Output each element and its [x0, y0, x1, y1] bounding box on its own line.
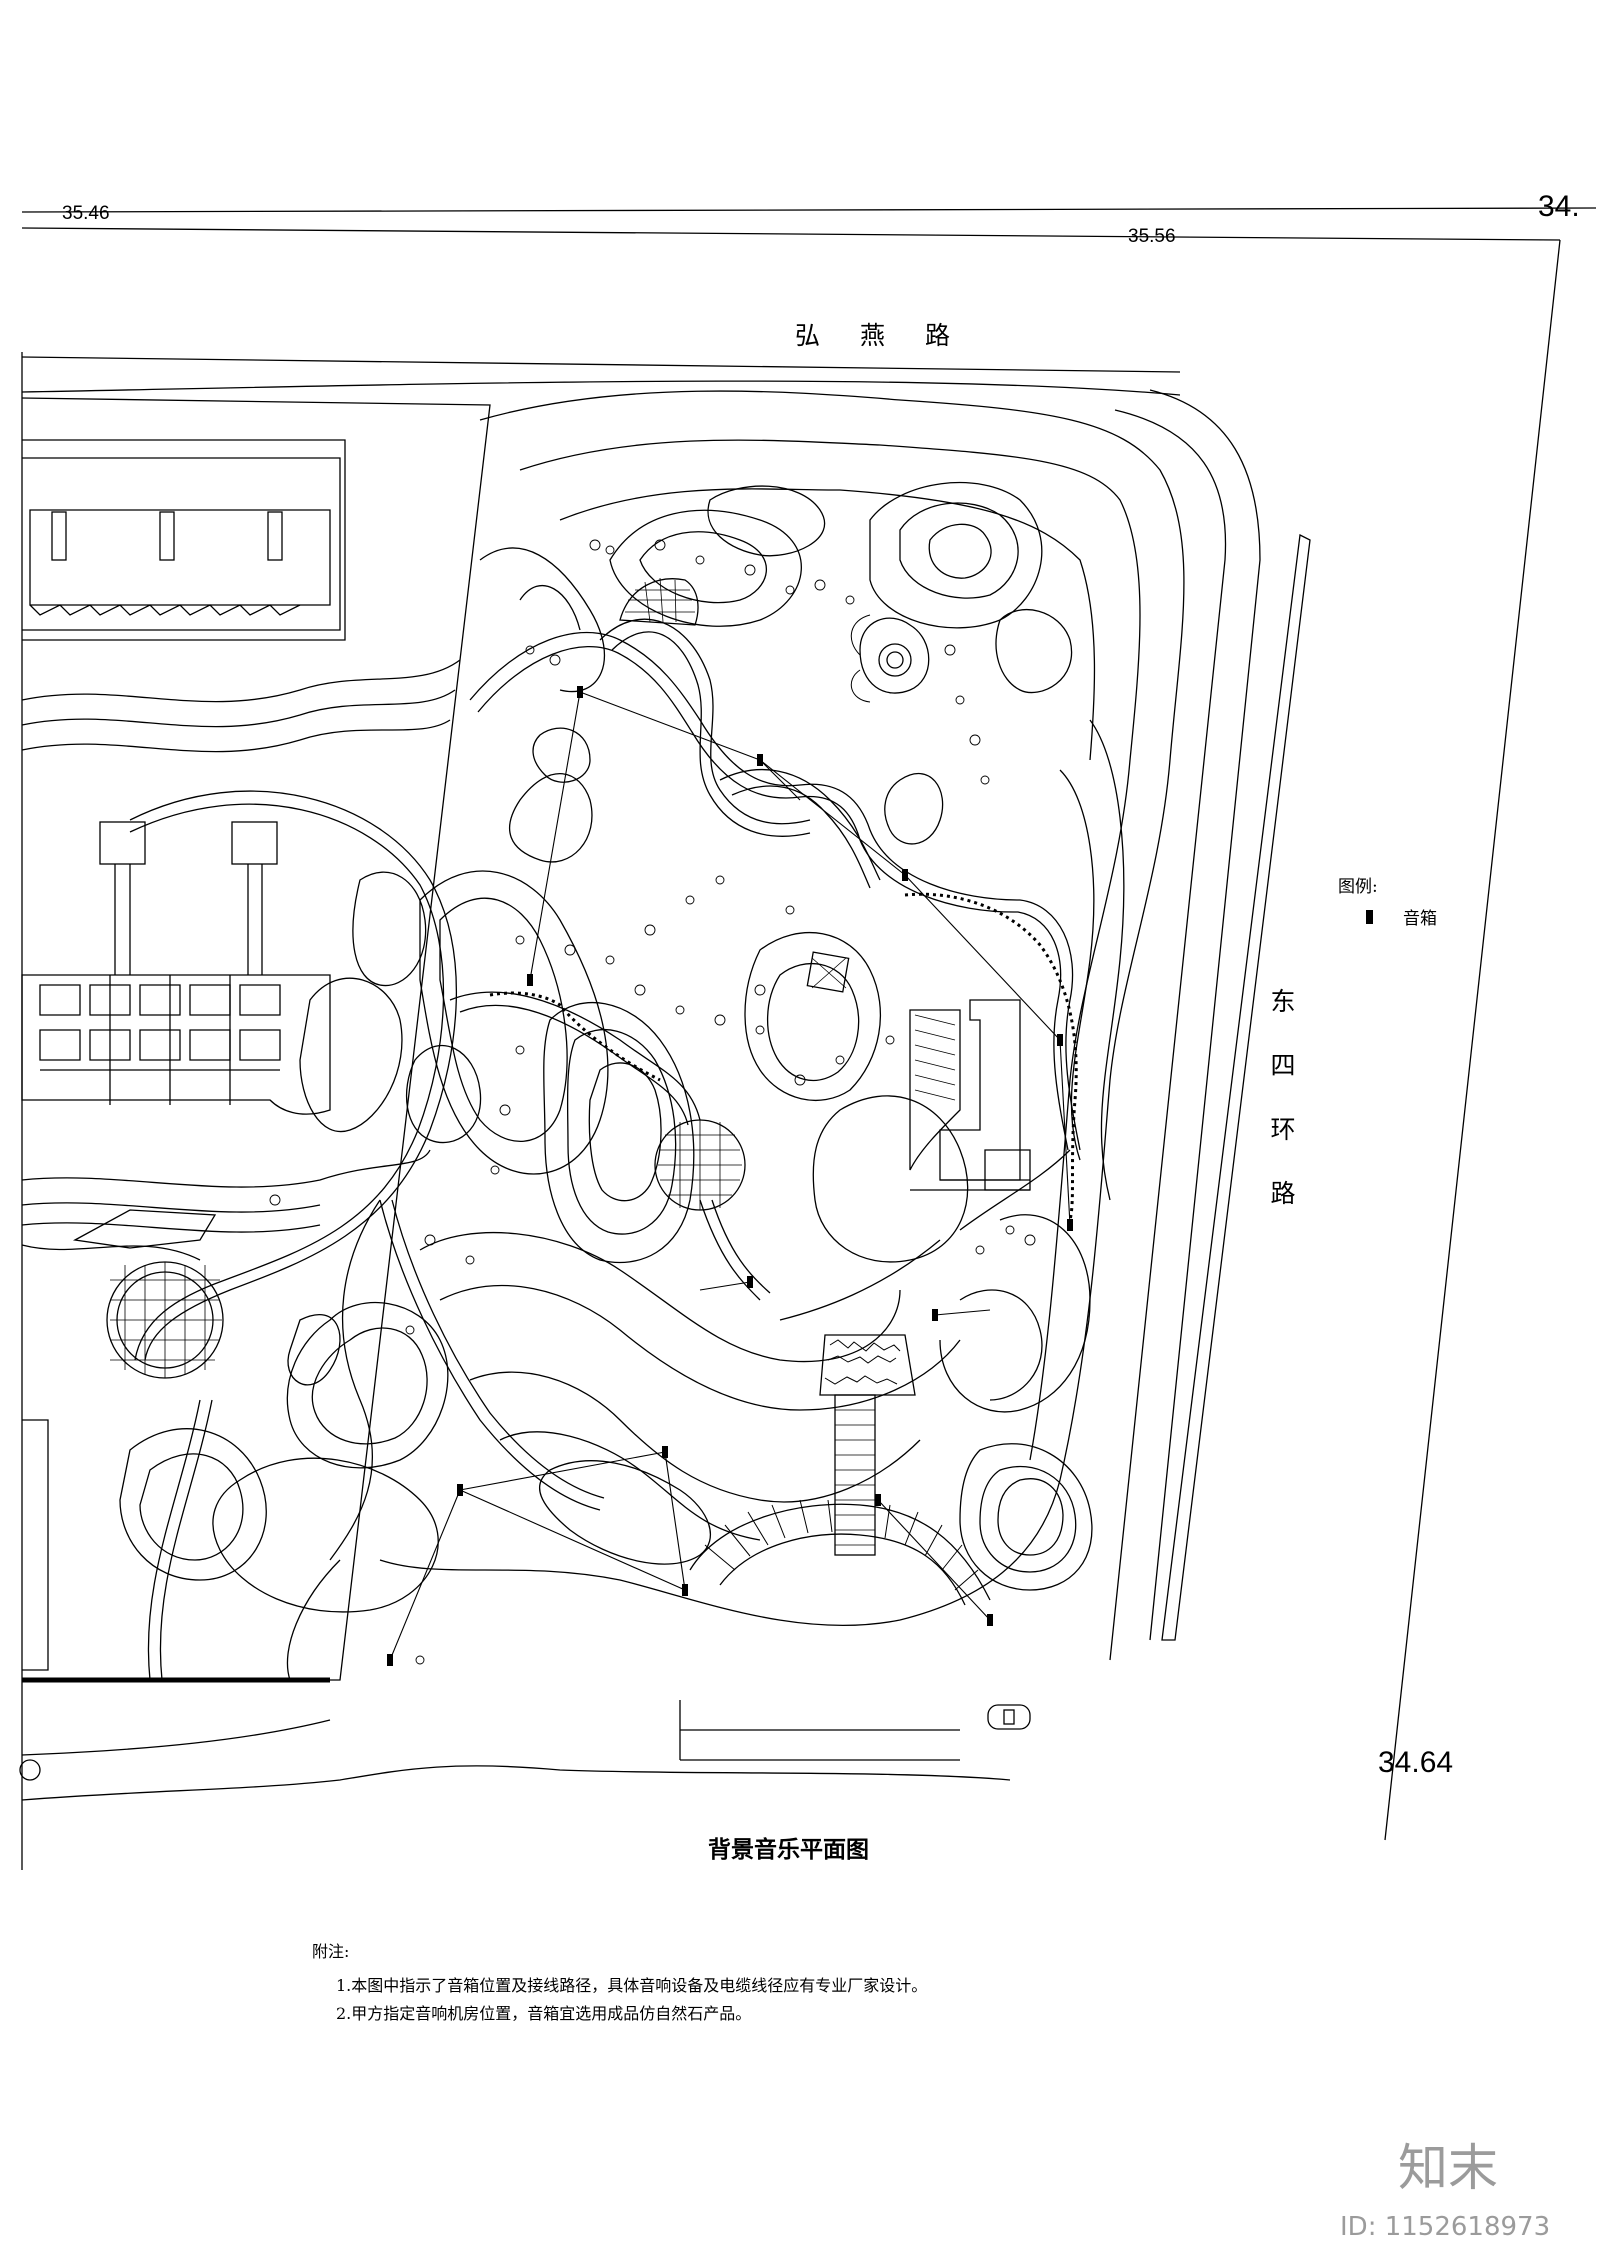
speaker-connections: [389, 691, 1071, 1661]
road-label-east-4: 路: [1270, 1179, 1296, 1208]
speaker-symbol-icon: [1366, 909, 1373, 924]
watermark-id-text: ID: 1152618973: [1340, 2212, 1551, 2242]
drawing-title: 背景音乐平面图: [708, 1836, 869, 1863]
elevation-label-top-left: 35.46: [62, 203, 110, 224]
road-label-east-1: 东: [1270, 987, 1296, 1016]
park-paths: [286, 618, 1081, 1681]
road-east-lines: [1109, 389, 1311, 1661]
dotted-walkways: [489, 892, 1078, 1221]
legend-title: 图例:: [1338, 877, 1378, 897]
road-label-north: 弘燕路: [795, 321, 991, 350]
speaker-markers: [387, 686, 1073, 1666]
road-label-east-2: 四: [1270, 1051, 1296, 1080]
plaza-features: [619, 577, 1031, 1211]
road-label-east-3: 环: [1270, 1115, 1296, 1144]
elevation-label-bottom-right: 34.64: [1378, 1746, 1454, 1779]
walkways-west: [72, 790, 458, 1681]
site-boundary: [21, 207, 1597, 1870]
elevation-label-top-mid: 35.56: [1128, 226, 1176, 247]
west-contours: [21, 659, 461, 1261]
park-contours: [119, 390, 1185, 1627]
elevation-label-top-right: 34.: [1538, 190, 1580, 223]
scattered-stones: [269, 539, 1036, 1665]
entrance-symbol: [679, 1700, 1031, 1761]
legend-item-speaker: 音箱: [1366, 904, 1437, 929]
note-line-2: 2.甲方指定音响机房位置，音箱宜选用成品仿自然石产品。: [336, 2004, 752, 2023]
notes-heading: 附注:: [312, 1942, 350, 1961]
legend-item-label: 音箱: [1403, 909, 1437, 929]
south-pergola: [689, 1334, 991, 1606]
watermark-brand-logo: 知末: [1398, 2139, 1498, 2197]
road-north-lines: [21, 356, 1181, 396]
note-line-1: 1.本图中指示了音箱位置及接线路径，具体音响设备及电缆线径应有专业厂家设计。: [336, 1976, 928, 1995]
west-block: [19, 397, 1011, 1801]
